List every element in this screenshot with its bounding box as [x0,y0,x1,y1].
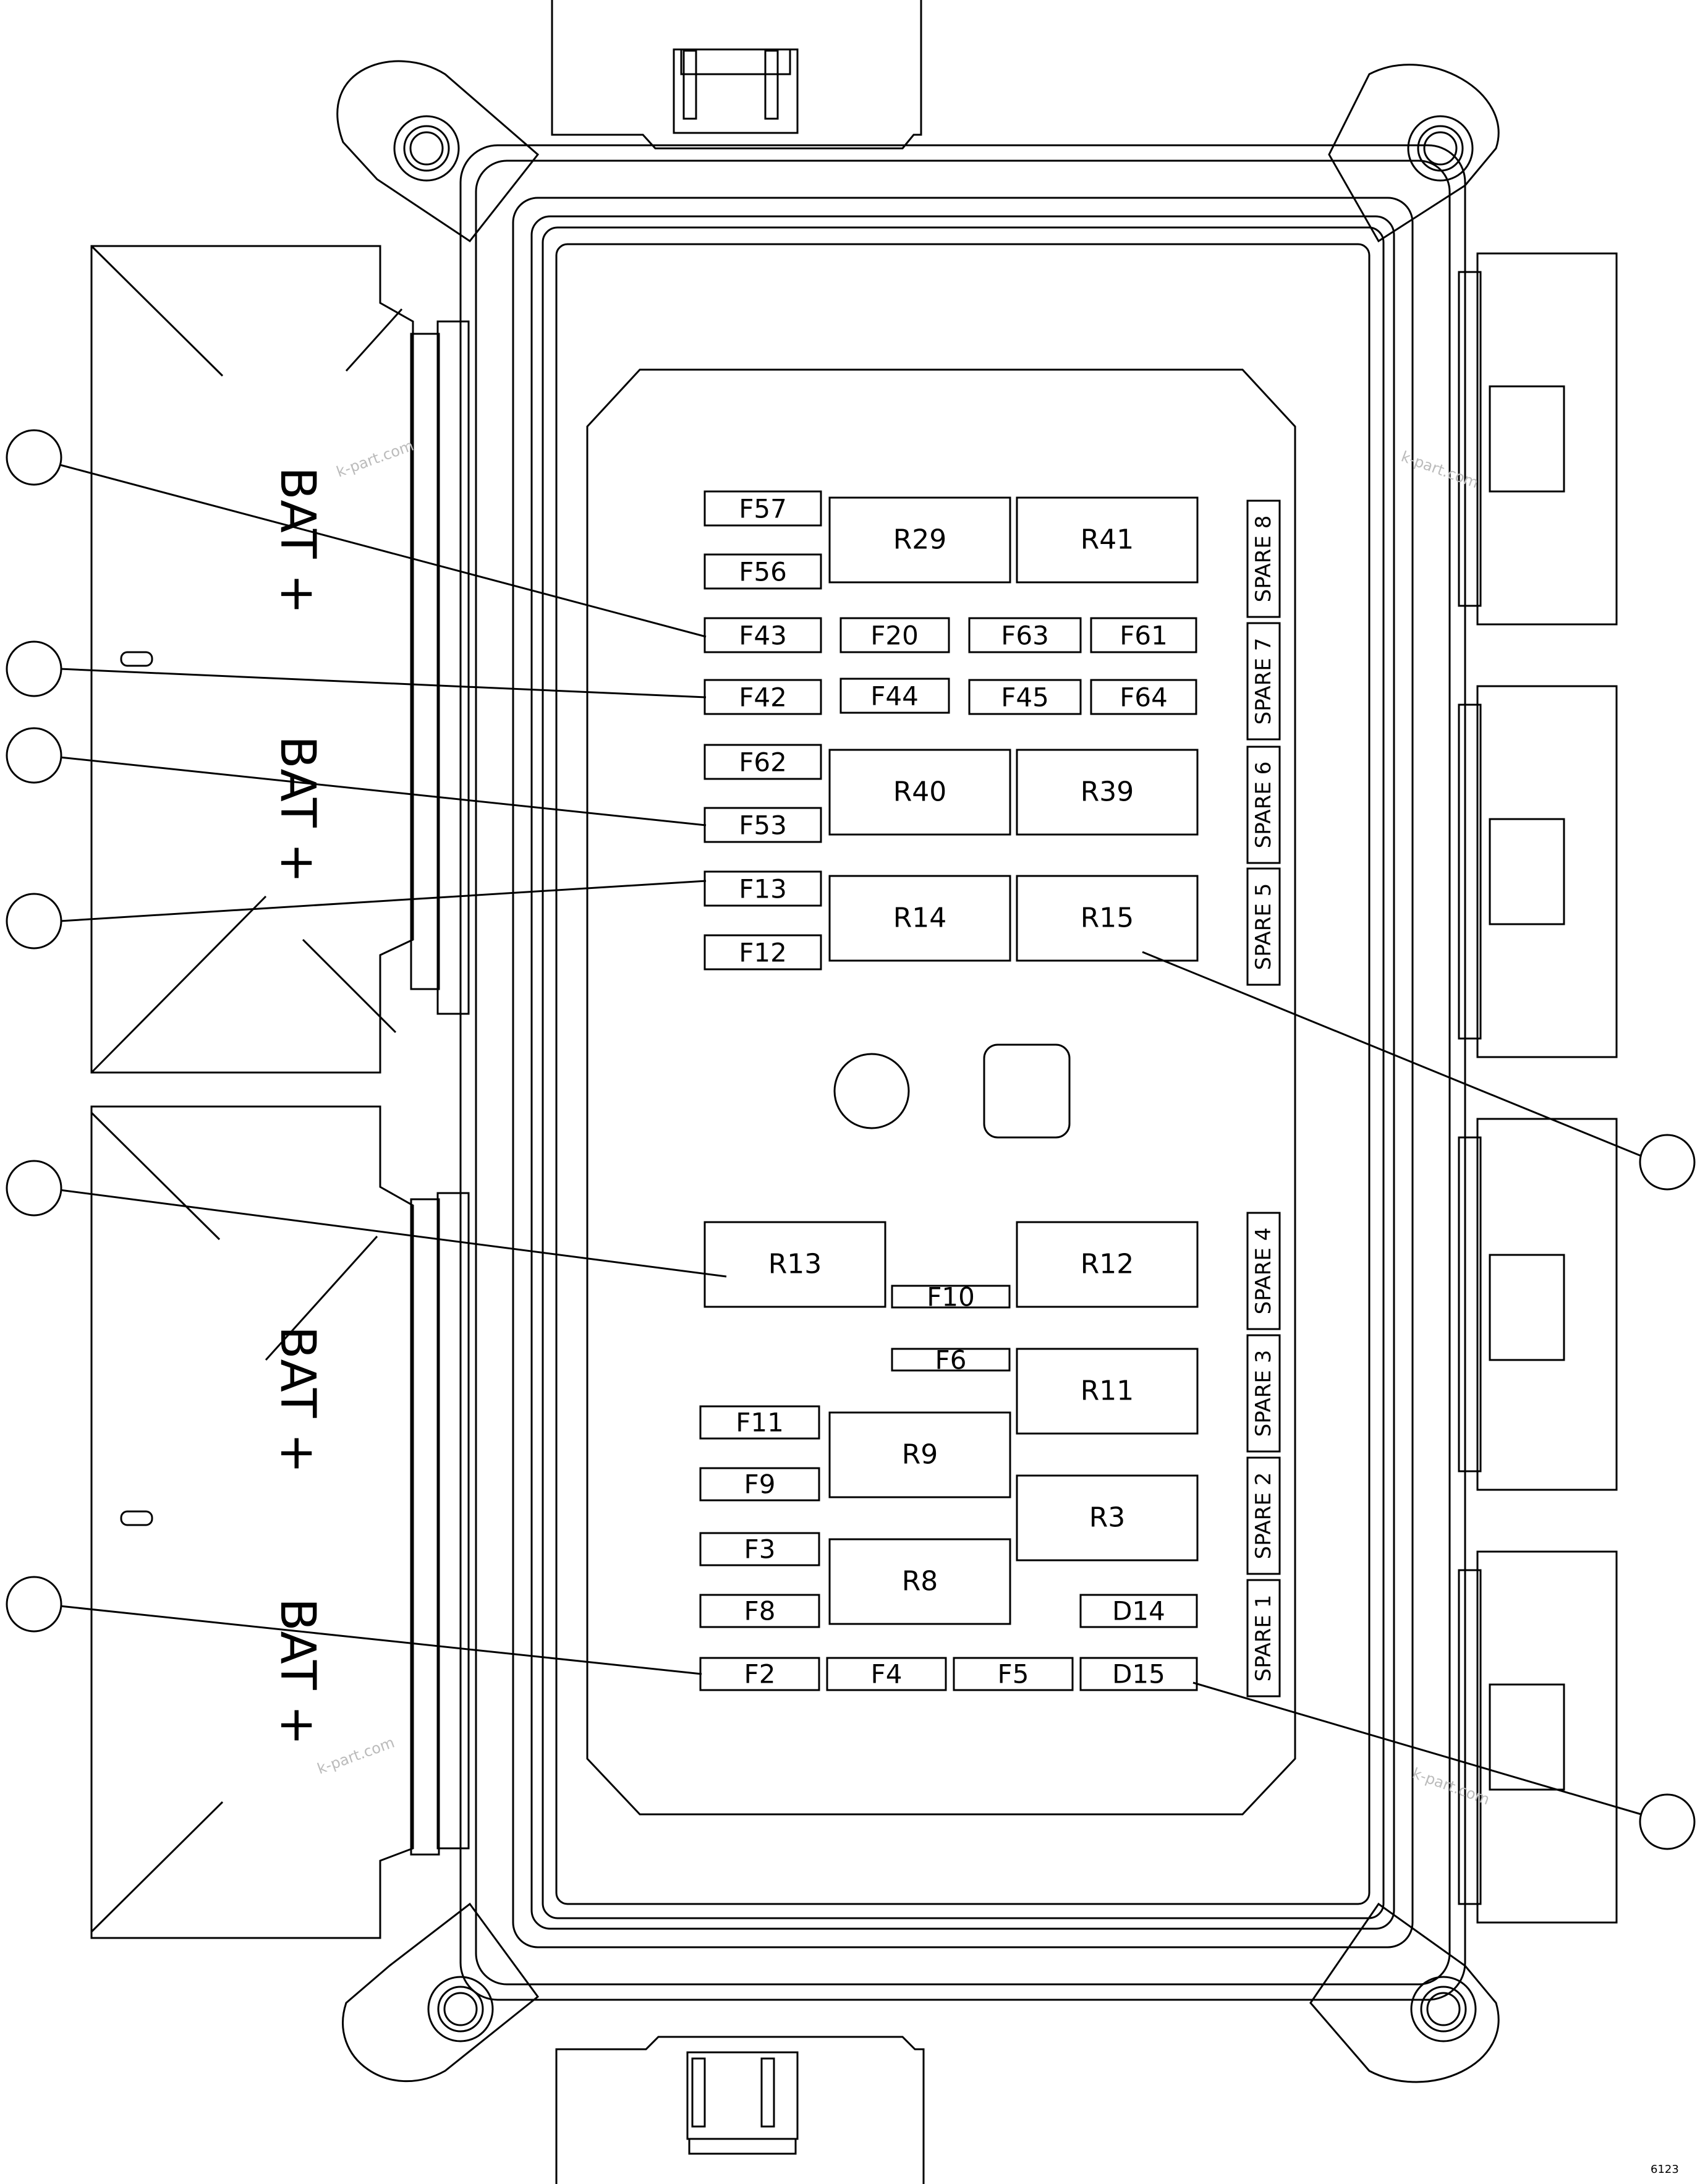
fuse-label: F6 [935,1345,967,1375]
relay-label: R13 [768,1249,822,1280]
fuse-label: F43 [739,621,787,651]
fuse-label: F3 [744,1534,776,1565]
relay-label: R39 [1081,776,1134,808]
fuse-label: F9 [744,1469,776,1500]
fuse-label: F10 [927,1282,975,1312]
fuse-label: F11 [736,1408,784,1438]
fuse-label: F12 [739,938,787,968]
relay-label: R3 [1089,1502,1126,1534]
fuses: F57 F56 F43 F20 F63 F61 F42 F44 F45 F64 … [699,490,1198,1691]
fuse-label: F8 [744,1596,776,1626]
spare-label: SPARE 1 [1251,1595,1276,1682]
bat-plus-label: BAT + [270,1598,325,1746]
fuse-label: F45 [1001,682,1049,713]
callout-circle [6,429,62,486]
callout-circle [6,1160,62,1217]
callouts [6,429,1696,1850]
relays: R29 R41 R40 R39 R14 R15 R13 R12 R11 R9 R… [703,496,1199,1625]
relay-label: R12 [1081,1249,1134,1280]
callout-circle [1639,1793,1696,1850]
fuse-label: F63 [1001,621,1049,651]
relay-label: R15 [1081,903,1134,934]
left-terminal-block-lower [90,1105,470,1939]
watermark-text: k-part.com [315,1734,396,1778]
relay-label: R11 [1081,1375,1134,1407]
fuse-label: F56 [739,557,787,587]
battery-labels: BAT + BAT + BAT + BAT + [270,467,325,1746]
relay-label: R40 [893,776,947,808]
top-connector [551,0,922,150]
housing [336,60,1500,2083]
relay-label: R8 [902,1566,938,1597]
watermark-text: k-part.com [1410,1764,1492,1808]
callout-circle [6,727,62,784]
right-connectors [1458,252,1618,1924]
spare-label: SPARE 6 [1251,762,1276,849]
fuse-label: F44 [870,681,919,712]
fuse-label: F57 [739,494,787,524]
fuse-label: F53 [739,810,787,841]
callout-circle [6,640,62,697]
watermark-text: k-part.com [334,437,415,481]
left-terminal-block-upper [90,245,470,1074]
bottom-connector [555,2036,925,2184]
corner-code: 6123 [1651,2163,1679,2176]
fuse-label: F4 [871,1659,903,1689]
spare-label: SPARE 8 [1251,516,1276,603]
relay-label: R9 [902,1439,938,1471]
relay-label: R41 [1081,524,1134,556]
bat-plus-label: BAT + [270,736,325,883]
relay-label: R29 [893,524,947,556]
spare-label: SPARE 2 [1251,1472,1276,1560]
bat-plus-label: BAT + [270,467,325,614]
fuse-label: D15 [1112,1659,1165,1689]
fuse-label: F61 [1120,621,1168,651]
callout-circle [6,893,62,950]
fuse-label: F20 [870,621,919,651]
fuse-label: F64 [1120,682,1168,713]
fuse-label: F2 [744,1659,776,1689]
fuse-label: D14 [1112,1596,1165,1626]
spare-label: SPARE 5 [1251,883,1276,971]
spare-label: SPARE 7 [1251,638,1276,725]
fuse-label: F62 [739,747,787,778]
spare-label: SPARE 4 [1251,1228,1276,1315]
spare-label: SPARE 3 [1251,1350,1276,1437]
fuse-label: F5 [998,1659,1029,1689]
watermark-text: k-part.com [1399,448,1481,491]
callout-circle [1639,1134,1696,1191]
fuse-label: F13 [739,874,787,904]
callout-circle [6,1576,62,1633]
spare-labels: SPARE 8 SPARE 7 SPARE 6 SPARE 5 SPARE 4 … [1246,499,1281,1697]
fuse-label: F42 [739,682,787,713]
bat-plus-label: BAT + [270,1326,325,1474]
relay-label: R14 [893,903,947,934]
